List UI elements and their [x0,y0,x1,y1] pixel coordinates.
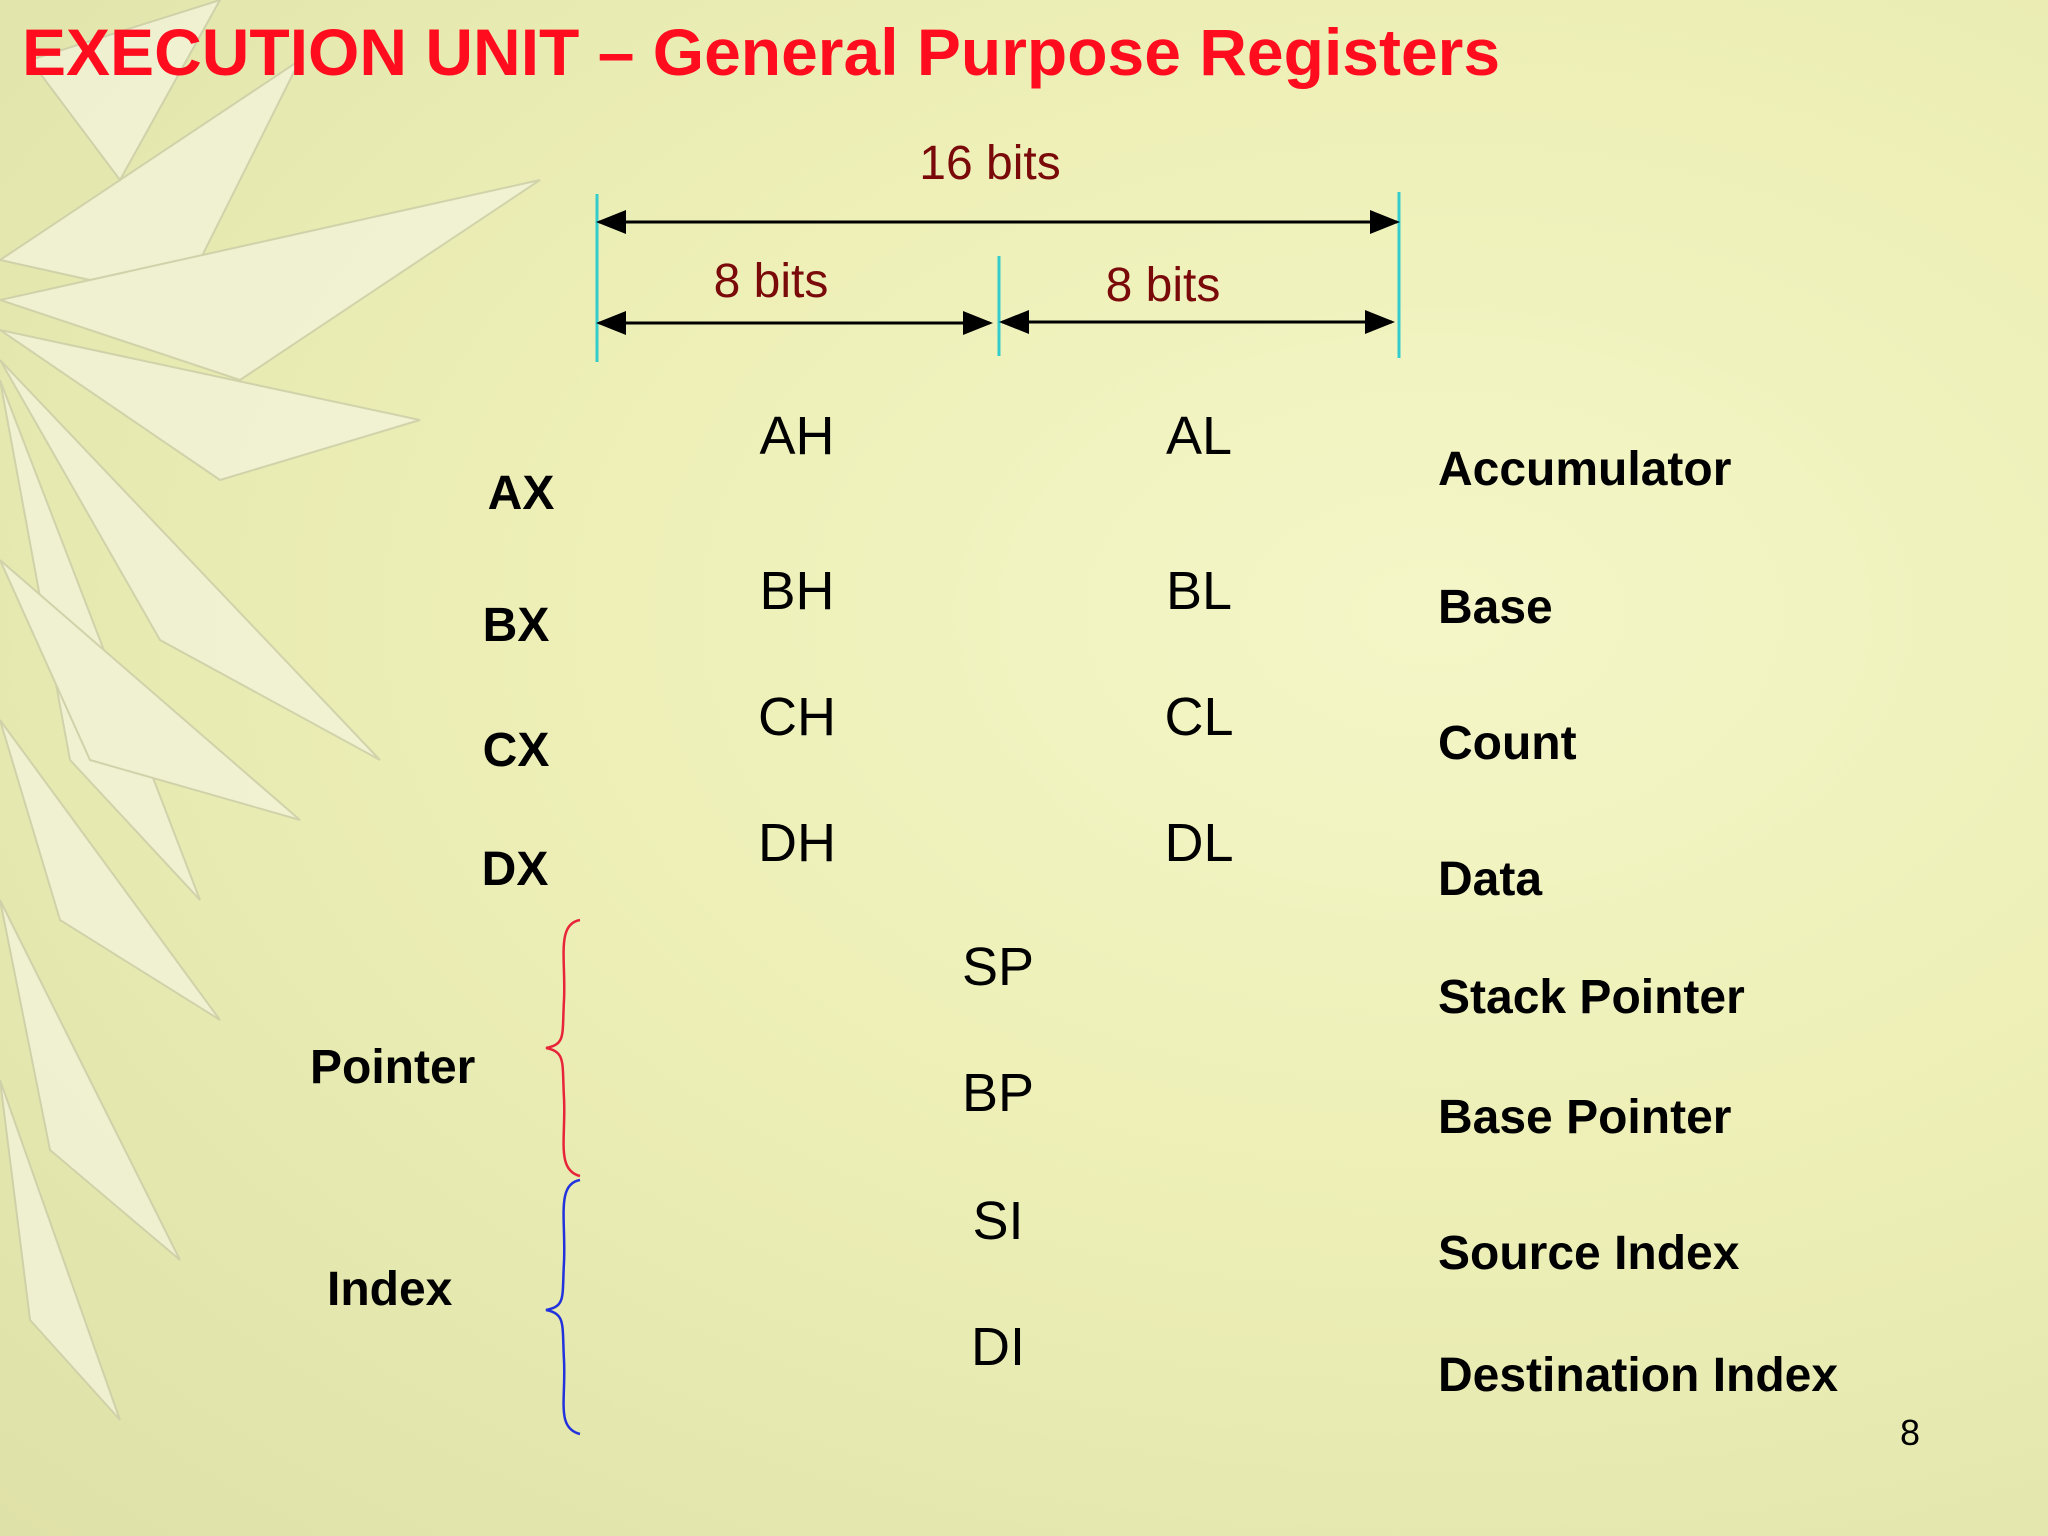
index-group-label: Index [327,1263,453,1316]
high-byte-bits-label: 8 bits [713,255,829,308]
background-leaf-art [0,0,541,1421]
register-di-label: DI [971,1317,1025,1377]
slide-title: EXECUTION UNIT – General Purpose Registe… [22,15,1501,89]
accumulator-description: Accumulator [1438,443,1732,496]
register-bl-label: BL [1165,561,1233,621]
register-bx-label: BX [482,599,550,652]
pointer-group-label: Pointer [310,1041,476,1094]
register-dh-label: DH [758,813,836,873]
destination-index-description: Destination Index [1438,1349,1839,1402]
register-sp-label: SP [961,937,1035,997]
register-cl-label: CL [1164,687,1234,747]
base-pointer-description: Base Pointer [1438,1091,1732,1144]
total-bits-label: 16 bits [919,137,1061,190]
base-description: Base [1438,581,1553,634]
register-bp-label: BP [961,1063,1035,1123]
register-ax-label: AX [487,467,555,520]
pointer-group-brace [545,918,581,1178]
data-description: Data [1438,853,1543,906]
register-dx-label: DX [481,843,549,896]
register-ah-label: AH [759,406,835,466]
register-dl-label: DL [1164,813,1234,873]
stack-pointer-description: Stack Pointer [1438,971,1745,1024]
register-si-label: SI [972,1191,1024,1251]
index-group-brace [545,1178,581,1436]
register-cx-label: CX [482,724,550,777]
count-description: Count [1438,717,1577,770]
register-bh-label: BH [759,561,835,621]
register-ch-label: CH [758,687,836,747]
register-al-label: AL [1165,406,1233,466]
source-index-description: Source Index [1438,1227,1740,1280]
low-byte-bits-label: 8 bits [1105,259,1221,312]
page-number: 8 [1900,1412,1921,1453]
